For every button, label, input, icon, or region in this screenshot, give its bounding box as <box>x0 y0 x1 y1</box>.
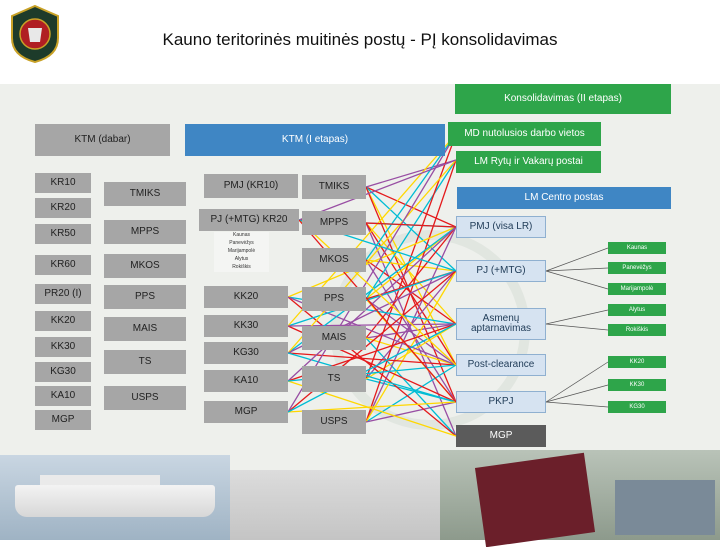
current-item: KA10 <box>35 386 91 406</box>
stage1-left-item: PPS <box>104 285 186 309</box>
connector-line <box>365 337 457 437</box>
stage1-right-item: TMIKS <box>302 175 366 199</box>
stage1-left-item: MKOS <box>104 254 186 278</box>
stage1-right-item: PPS <box>302 287 366 311</box>
connector-line <box>287 159 457 354</box>
pj-sub-item: Marijampolė <box>214 248 269 256</box>
connector-line <box>365 159 457 188</box>
connector-line <box>287 226 457 298</box>
page-title: Kauno teritorinės muitinės postų - PĮ ko… <box>162 30 558 49</box>
stage1-middle-item: KK20 <box>204 286 288 308</box>
stage2-branch: KK20 <box>608 356 666 368</box>
branch-line <box>545 384 609 403</box>
connector-line <box>365 186 457 366</box>
stage2-item: PJ (+MTG) <box>456 260 546 282</box>
stage1-right-item: MPPS <box>302 211 366 235</box>
branch-line <box>545 323 609 331</box>
stage1-left-item: USPS <box>104 386 186 410</box>
connector-line <box>365 298 457 366</box>
connector-line <box>365 323 457 339</box>
stage2-branch: KK30 <box>608 379 666 391</box>
stage1-middle-item: KA10 <box>204 370 288 392</box>
connector-line <box>365 159 457 300</box>
stage1-right-item: TS <box>302 366 366 392</box>
branch-line <box>545 361 609 403</box>
connector-line <box>365 186 457 228</box>
cruise-ship-photo <box>0 455 230 540</box>
branch-line <box>545 401 609 408</box>
stage1-middle-item: PMJ (KR10) <box>204 174 298 198</box>
passport-truck-photo <box>440 450 720 547</box>
stage2-branch: Rokiškis <box>608 324 666 336</box>
stage1-right-item: MAIS <box>302 326 366 350</box>
current-item: PR20 (I) <box>35 284 91 304</box>
stage1-column-header: KTM (I etapas) <box>185 124 445 156</box>
stage1-middle-item: MGP <box>204 401 288 423</box>
connector-line <box>365 323 457 380</box>
stage2-branch: Panevėžys <box>608 262 666 274</box>
stage2-branch: Alytus <box>608 304 666 316</box>
remote-workplaces: MD nutolusios darbo vietos <box>448 122 601 146</box>
header: Kauno teritorinės muitinės postų - PĮ ko… <box>0 0 720 84</box>
current-item: MGP <box>35 410 91 430</box>
connector-line <box>287 133 457 413</box>
stage1-middle-item: KG30 <box>204 342 288 364</box>
connector-line <box>365 401 457 423</box>
connector-line <box>365 364 457 423</box>
current-item: KR10 <box>35 173 91 193</box>
current-item: KR50 <box>35 224 91 244</box>
stage2-item: MGP <box>456 425 546 447</box>
connector-line <box>298 159 457 221</box>
customs-logo-icon <box>11 4 59 64</box>
pj-sub-item: Rokiškis <box>214 264 269 272</box>
branch-line <box>545 247 609 272</box>
stage2-item: PMJ (visa LR) <box>456 216 546 238</box>
current-item: KK30 <box>35 337 91 357</box>
stage2-branch: Marijampolė <box>608 283 666 295</box>
stage2-branch: KG30 <box>608 401 666 413</box>
connector-line <box>298 219 457 366</box>
stage1-middle-item: PJ (+MTG) KR20 <box>199 209 299 231</box>
stage1-left-item: TMIKS <box>104 182 186 206</box>
stage2-column-header: Konsolidavimas (II etapas) <box>455 84 671 114</box>
connector-line <box>365 226 457 339</box>
current-item: KG30 <box>35 362 91 382</box>
pj-sub-item: Kaunas <box>214 232 269 240</box>
centre-post: LM Centro postas <box>457 187 671 209</box>
current-column-header: KTM (dabar) <box>35 124 170 156</box>
pj-sub-item: Panevėžys <box>214 240 269 248</box>
stage1-right-item: MKOS <box>302 248 366 272</box>
branch-line <box>545 267 609 272</box>
stage1-middle-item: KK30 <box>204 315 288 337</box>
stage2-item: Post-clearance <box>456 354 546 376</box>
connector-line <box>287 270 457 327</box>
stage2-item: PKPJ <box>456 391 546 413</box>
port-photo <box>230 470 440 540</box>
connector-line <box>287 352 457 403</box>
connector-line <box>365 259 457 272</box>
current-item: KR60 <box>35 255 91 275</box>
stage1-right-item: USPS <box>302 410 366 434</box>
stage1-left-item: TS <box>104 350 186 374</box>
stage2-item: Asmenų aptarnavimas <box>456 308 546 340</box>
branch-line <box>545 270 609 290</box>
stage1-left-item: MPPS <box>104 220 186 244</box>
connector-line <box>287 323 457 327</box>
current-item: KR20 <box>35 198 91 218</box>
connector-line <box>365 159 457 423</box>
pj-sub-item: Alytus <box>214 256 269 264</box>
branch-line <box>545 309 609 325</box>
current-item: KK20 <box>35 311 91 331</box>
east-west-posts: LM Rytų ir Vakarų postai <box>456 151 601 173</box>
stage2-branch: Kaunas <box>608 242 666 254</box>
stage1-left-item: MAIS <box>104 317 186 341</box>
